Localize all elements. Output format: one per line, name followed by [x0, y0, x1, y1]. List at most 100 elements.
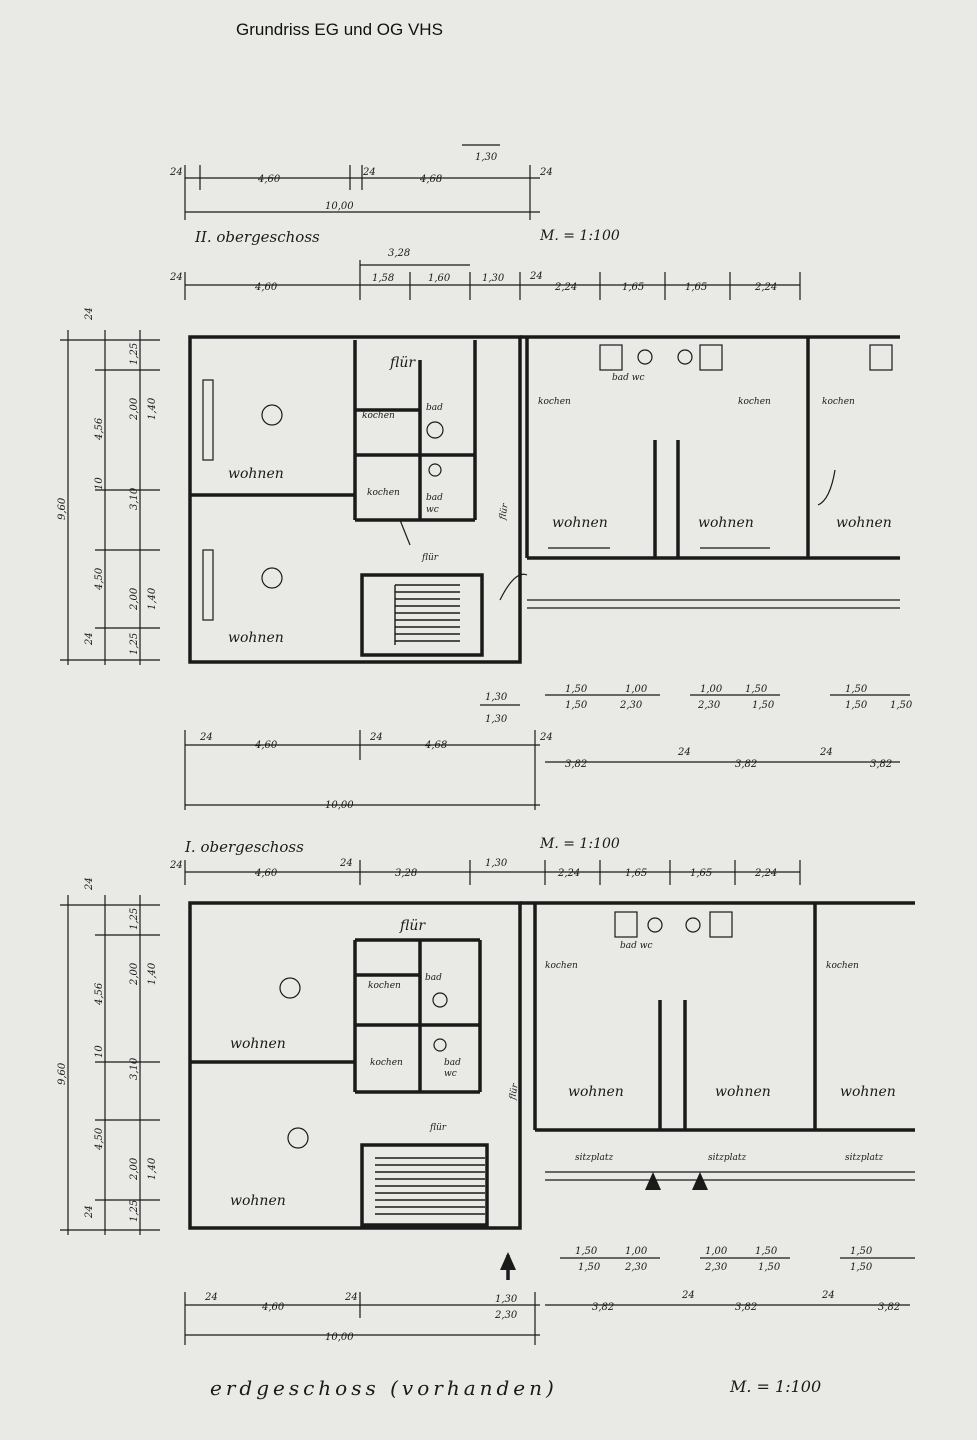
dimension-strip-bottom-lower: 24 4,60 24 1,30 2,30 10,00 1,50 1,00 1,5…: [184, 1246, 915, 1345]
room-label: flür: [498, 502, 511, 521]
room-label: wohnen: [715, 1084, 771, 1100]
dim-label: 10,00: [325, 201, 354, 212]
dim-label: 4,56: [94, 982, 105, 1006]
dim-label: 4,68: [419, 174, 442, 185]
dim-label: 1,50: [578, 1262, 601, 1273]
room-label: kochen: [368, 981, 401, 991]
scale-label: M. = 1:100: [539, 836, 620, 852]
dim-label: 4,50: [94, 567, 105, 591]
dim-label: 3,82: [592, 1302, 614, 1313]
dim-label: 24: [84, 877, 95, 891]
dim-label: 24: [84, 307, 95, 321]
dim-label: 1,25: [129, 633, 140, 655]
room-label: kochen: [362, 411, 395, 421]
dim-label: 9,60: [57, 1062, 68, 1085]
room-label: wc: [444, 1069, 457, 1079]
dim-label: 1,30: [485, 714, 508, 725]
room-label: wohnen: [698, 515, 754, 531]
plan-I-obergeschoss: wohnen wohnen flür kochen kochen bad bad…: [188, 901, 915, 1280]
dimension-strip-top: 24 4,60 24 4,68 24 1,30 10,00: [169, 144, 553, 220]
room-label: bad: [425, 973, 442, 983]
room-label: wohnen: [230, 1193, 286, 1209]
dim-label: 24: [169, 272, 183, 283]
dim-label: 3,82: [735, 1302, 757, 1313]
dim-label: 2,24: [754, 868, 777, 879]
dim-label: 2,30: [494, 1310, 518, 1321]
room-label: kochen: [367, 488, 400, 498]
dim-label: 1,30: [482, 273, 505, 284]
dim-label: 4,60: [254, 868, 278, 879]
dim-label: 1,50: [758, 1262, 781, 1273]
dim-label: 1,40: [147, 587, 158, 610]
dim-label: 1,25: [129, 1200, 140, 1222]
dim-label: 3,82: [735, 759, 757, 770]
room-label: kochen: [370, 1058, 403, 1068]
dim-label: 3,10: [129, 1057, 140, 1080]
dim-label: 3,28: [395, 868, 417, 879]
dim-label: 1,65: [622, 282, 644, 293]
floor-label-II-og: II. obergeschoss: [194, 228, 320, 246]
dim-label: 24: [339, 858, 353, 869]
dim-label: 1,50: [745, 684, 768, 695]
room-label: kochen: [538, 397, 571, 407]
dim-label: 2,00: [129, 1157, 140, 1181]
dim-label: 24: [819, 747, 833, 758]
room-label: sitzplatz: [708, 1153, 746, 1163]
dim-label: 24: [681, 1290, 695, 1301]
room-label: flür: [508, 1082, 521, 1101]
dim-label: 4,60: [254, 740, 278, 751]
dim-label: 2,30: [697, 700, 721, 711]
dim-label: 24: [362, 167, 376, 178]
dim-label: 1,00: [625, 1246, 648, 1257]
dim-label: 9,60: [57, 497, 68, 520]
page-title: Grundriss EG und OG VHS: [236, 20, 443, 39]
dim-label: 3,28: [388, 248, 410, 259]
room-label: wohnen: [230, 1036, 286, 1052]
dim-label: 1,30: [485, 858, 508, 869]
dim-label: 4,60: [254, 282, 278, 293]
dim-label: 1,50: [752, 700, 775, 711]
dim-label: 4,50: [94, 1127, 105, 1151]
dim-label: 1,50: [850, 1246, 873, 1257]
room-label: bad wc: [620, 941, 653, 951]
dim-label: 1,00: [705, 1246, 728, 1257]
dim-label: 24: [199, 732, 213, 743]
room-label: wohnen: [836, 515, 892, 531]
dim-label: 4,68: [424, 740, 447, 751]
room-label: flür: [399, 918, 426, 934]
dim-label: 2,24: [554, 282, 577, 293]
dim-label: 1,50: [575, 1246, 598, 1257]
dim-label: 1,50: [890, 700, 913, 711]
dim-label: 10,00: [325, 1332, 354, 1343]
dim-label: 1,50: [845, 700, 868, 711]
dim-label: 4,56: [94, 417, 105, 441]
dim-label: 1,25: [129, 343, 140, 365]
dim-label: 1,40: [147, 1157, 158, 1180]
room-label: wc: [426, 505, 439, 515]
dim-label: 2,24: [754, 282, 777, 293]
dim-label: 24: [539, 732, 553, 743]
dimension-strip-I-og-top: 24 4,60 24 3,28 1,30 2,24 1,65 1,65 2,24: [169, 858, 801, 885]
floor-label-I-og: I. obergeschoss: [184, 838, 304, 856]
dim-label: 3,82: [565, 759, 587, 770]
dim-label: 3,10: [129, 487, 140, 510]
room-label: kochen: [738, 397, 771, 407]
dim-label: 24: [529, 271, 543, 282]
room-label: wohnen: [228, 630, 284, 646]
room-label: wohnen: [552, 515, 608, 531]
room-label: bad wc: [612, 373, 645, 383]
floor-label-eg: erdgeschoss (vorhanden): [210, 1376, 558, 1400]
room-label: wohnen: [568, 1084, 624, 1100]
room-label: sitzplatz: [575, 1153, 613, 1163]
dim-label: 1,00: [700, 684, 723, 695]
dim-label: 24: [169, 860, 183, 871]
room-label: kochen: [545, 961, 578, 971]
dimension-strip-second: 24 4,60 1,58 1,60 1,30 24 2,24 1,65 1,65…: [169, 248, 801, 300]
dim-label: 2,24: [557, 868, 580, 879]
dim-label: 24: [821, 1290, 835, 1301]
dim-label: 24: [84, 632, 95, 646]
dim-label: 4,60: [261, 1302, 285, 1313]
scale-label: M. = 1:100: [539, 228, 620, 244]
dim-label: 2,00: [129, 962, 140, 986]
dim-label: 2,30: [624, 1262, 648, 1273]
